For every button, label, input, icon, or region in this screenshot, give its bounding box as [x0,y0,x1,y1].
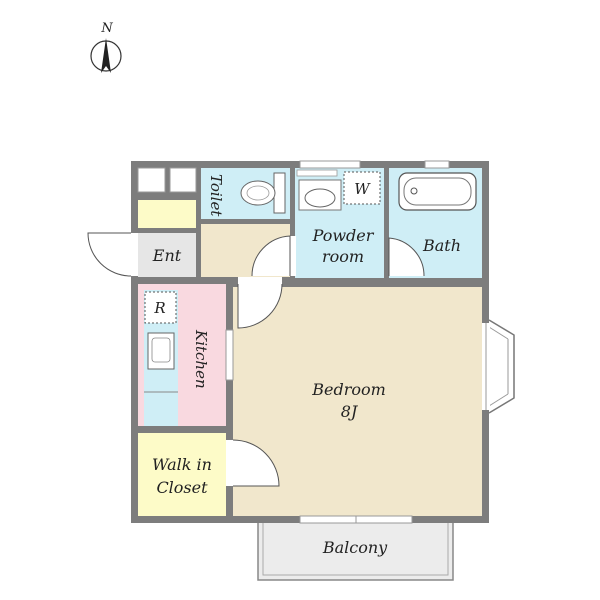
shoe-cabinet [138,200,196,228]
bedroom-label: Bedroom [311,380,386,399]
kitchen-window [225,329,234,381]
bedroom-door-swing [237,283,283,329]
toilet-seat [246,185,270,201]
powder-door-swing [251,235,291,277]
bay-window-frame [488,319,515,414]
refrigerator-box [144,291,177,324]
bath-door-swing [388,237,425,277]
vanity-shelf [296,169,338,177]
closet-floor [138,433,226,516]
balcony-outline [257,517,454,581]
closet-label-line2: Closet [156,478,208,497]
kitchen-label: Kitchen [192,329,210,389]
bathtub-drain [410,187,418,195]
closet-door-opening [226,440,233,486]
kitchen-sink-inner [151,337,171,363]
powder-room: W Powder room [295,168,384,278]
kitchen: R Kitchen [138,284,226,426]
compass: N [90,21,122,73]
toilet-tank [273,172,286,214]
balcony [257,517,454,581]
powder-room-label-line2: room [322,247,364,266]
bedroom-size-label: 8J [341,402,359,421]
sink-basin [304,188,336,208]
bathtub-inner [403,177,472,206]
bath-window [424,160,450,169]
entrance-door-swing [87,232,132,277]
compass-arrow-icon [101,38,111,73]
closet-label-line1: Walk in [152,455,212,474]
bath-label: Bath [422,236,461,255]
doors [87,232,425,487]
entrance-label: Ent [152,246,182,265]
toilet-room: Toilet [201,168,290,219]
storage-box-left [137,167,166,193]
powder-room-label-line1: Powder [312,226,375,245]
washer-label: W [354,180,371,198]
windows [225,160,450,524]
north-label: N [100,21,113,36]
storage-box-right [169,167,197,193]
entrance-floor [138,233,196,277]
powder-window [299,160,361,169]
toilet-label: Toilet [207,174,225,217]
refrigerator-label: R [153,299,165,317]
bay-window [482,319,515,414]
bay-window-sill-top [488,326,509,340]
bedroom-door-opening [238,277,282,287]
entrance-door-opening [128,233,138,276]
walk-in-closet: Walk in Closet [138,433,226,516]
balcony-label: Balcony [322,538,388,557]
powder-door-opening [289,236,296,276]
washer-box [343,171,381,205]
bay-window-sill-bottom [488,393,509,407]
closet-door-swing [232,439,280,487]
